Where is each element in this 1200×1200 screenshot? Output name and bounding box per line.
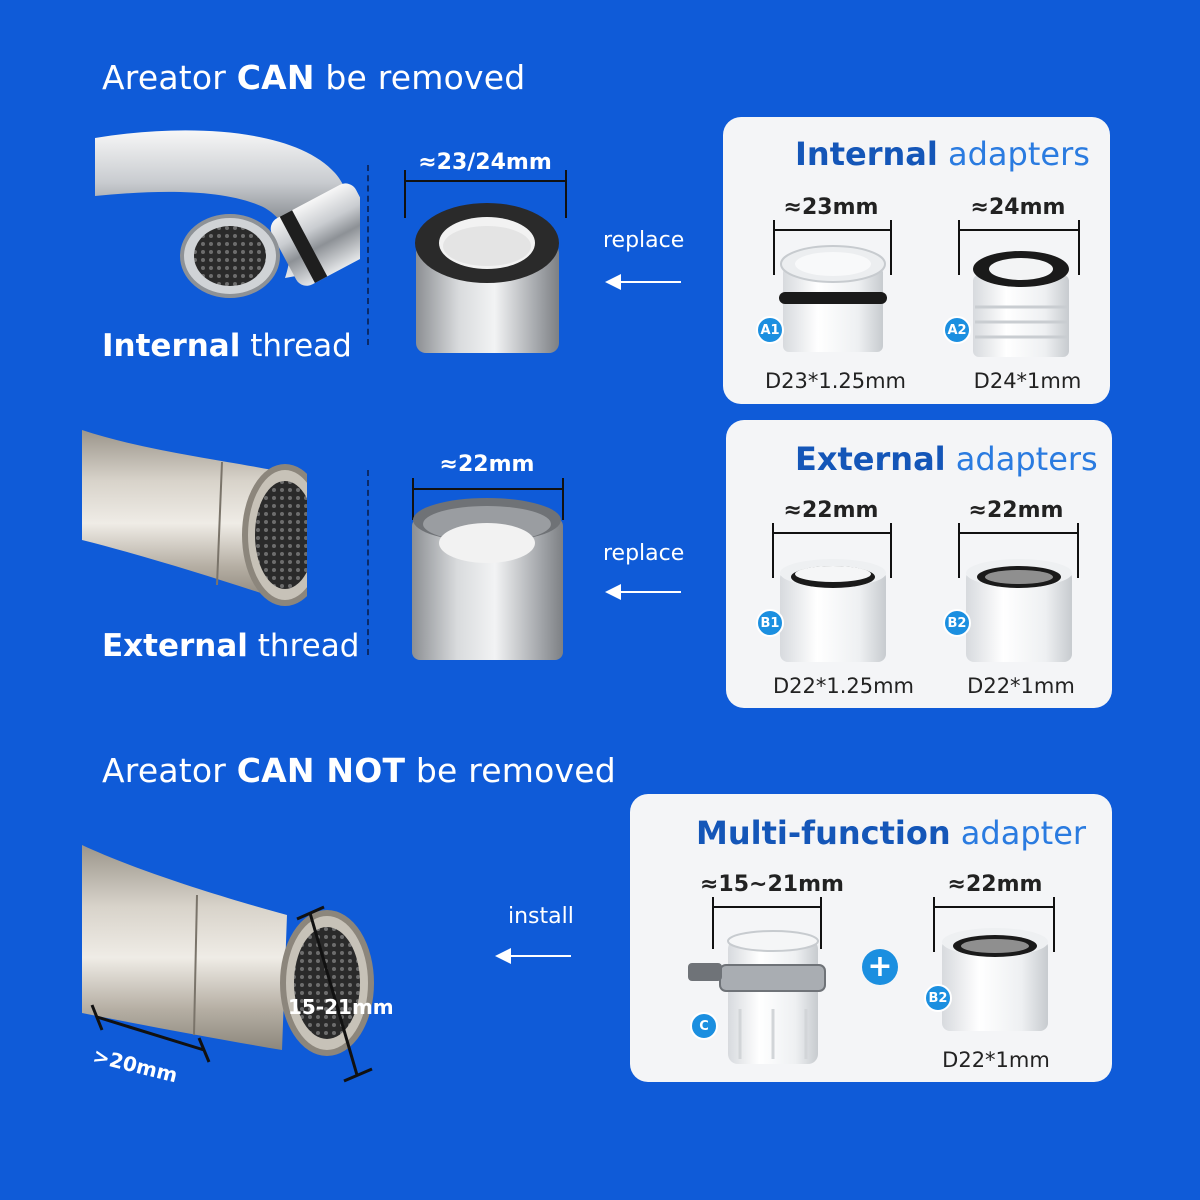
internal-thread-bold: Internal — [102, 328, 241, 364]
adapter-b2-badge: B2 — [943, 609, 971, 637]
adapter-b1-spec: D22*1.25mm — [772, 674, 915, 698]
card-title-bold: Internal — [795, 135, 938, 173]
aerator-internal-icon — [415, 203, 559, 353]
plus-icon: + — [862, 949, 898, 985]
adapter-a2-dim: ≈24mm — [970, 195, 1066, 220]
dim-line — [772, 532, 890, 534]
heading-prefix: Areator — [102, 751, 237, 790]
dim-line — [933, 906, 1053, 908]
dim-line — [958, 532, 1077, 534]
adapter-a2-icon — [973, 251, 1069, 357]
dim-tick-left — [412, 478, 414, 520]
internal-aerator-dim: ≈23/24mm — [418, 150, 552, 175]
dim-line — [404, 180, 566, 182]
card-multi-title: Multi-function adapter — [696, 814, 1086, 852]
adapter-b2-multi-icon — [942, 928, 1048, 1031]
external-thread-label: External thread — [102, 628, 359, 664]
card-internal-title: Internal adapters — [795, 135, 1090, 173]
adapter-b2-multi-spec: D22*1mm — [942, 1048, 1050, 1072]
internal-thread-rest: thread — [240, 328, 352, 364]
dim-tick-right — [562, 478, 564, 520]
adapter-b1-dim: ≈22mm — [783, 498, 879, 523]
card-title-rest: adapter — [950, 814, 1087, 852]
adapter-b2-multi-dim: ≈22mm — [947, 872, 1043, 897]
heading-prefix: Areator — [102, 58, 237, 97]
card-title-rest: adapters — [945, 440, 1098, 478]
replace-label-internal: replace — [603, 228, 685, 253]
card-title-rest: adapters — [937, 135, 1090, 173]
divider-internal — [367, 165, 369, 345]
dim-line — [412, 488, 562, 490]
external-thread-rest: thread — [247, 628, 360, 664]
dim-line — [958, 229, 1079, 231]
dim-tick — [772, 523, 774, 578]
adapter-a1-spec: D23*1.25mm — [764, 369, 907, 393]
adapter-b2-dim: ≈22mm — [968, 498, 1064, 523]
card-title-bold: Multi-function — [696, 814, 951, 852]
fixed-diameter-dim: 15-21mm — [288, 995, 394, 1019]
dim-line — [773, 229, 891, 231]
external-aerator-dim: ≈22mm — [439, 452, 535, 477]
faucet-internal-icon — [95, 130, 360, 298]
dim-tick — [958, 523, 960, 578]
left-arrow-icon — [605, 274, 681, 290]
adapter-c-badge: C — [690, 1012, 718, 1040]
dim-tick-right — [565, 170, 567, 218]
dim-tick — [890, 220, 892, 275]
card-internal-adapters: Internal adapters ≈23mm A1 D23*1.25mm ≈2… — [723, 117, 1110, 404]
dim-tick — [712, 897, 714, 949]
adapter-a1-dim: ≈23mm — [783, 195, 879, 220]
dim-tick — [933, 897, 935, 952]
faucet-external-icon — [82, 430, 307, 606]
heading-suffix: be removed — [405, 751, 616, 790]
dim-tick — [1077, 523, 1079, 578]
left-arrow-icon — [495, 948, 571, 964]
install-label: install — [508, 904, 574, 929]
external-thread-bold: External — [102, 628, 248, 664]
aerator-external-icon — [412, 498, 563, 660]
heading-cannot-be-removed: Areator CAN NOT be removed — [102, 751, 616, 790]
dim-tick — [958, 220, 960, 275]
dim-tick — [773, 220, 775, 275]
heading-suffix: be removed — [314, 58, 526, 97]
dim-tick-left — [404, 170, 406, 218]
adapter-a1-icon — [779, 245, 887, 352]
adapter-a1-badge: A1 — [756, 316, 784, 344]
adapter-b2-spec: D22*1mm — [967, 674, 1075, 698]
adapter-a2-spec: D24*1mm — [973, 369, 1082, 393]
left-arrow-icon — [605, 584, 681, 600]
replace-label-external: replace — [603, 541, 685, 566]
faucet-fixed-icon — [82, 845, 374, 1083]
dim-line — [712, 906, 820, 908]
adapter-b1-badge: B1 — [756, 609, 784, 637]
heading-bold: CAN — [236, 58, 315, 97]
adapter-c-icon — [688, 930, 826, 1064]
adapter-a2-badge: A2 — [943, 316, 971, 344]
dim-tick — [890, 523, 892, 578]
adapter-b2-icon — [966, 559, 1072, 662]
heading-bold: CAN NOT — [236, 751, 406, 790]
card-title-bold: External — [795, 440, 946, 478]
dim-tick — [820, 897, 822, 949]
adapter-c-dim: ≈15~21mm — [700, 872, 844, 897]
dim-tick — [1053, 897, 1055, 952]
internal-thread-label: Internal thread — [102, 328, 352, 364]
card-external-adapters: External adapters ≈22mm B1 D22*1.25mm ≈2… — [726, 420, 1112, 708]
dim-tick — [1078, 220, 1080, 275]
adapter-b2-multi-badge: B2 — [924, 984, 952, 1012]
divider-external — [367, 470, 369, 655]
card-multi-function-adapter: Multi-function adapter ≈15~21mm C + ≈22m… — [630, 794, 1112, 1082]
heading-can-be-removed: Areator CAN be removed — [102, 58, 525, 97]
adapter-b1-icon — [780, 559, 886, 662]
card-external-title: External adapters — [795, 440, 1098, 478]
